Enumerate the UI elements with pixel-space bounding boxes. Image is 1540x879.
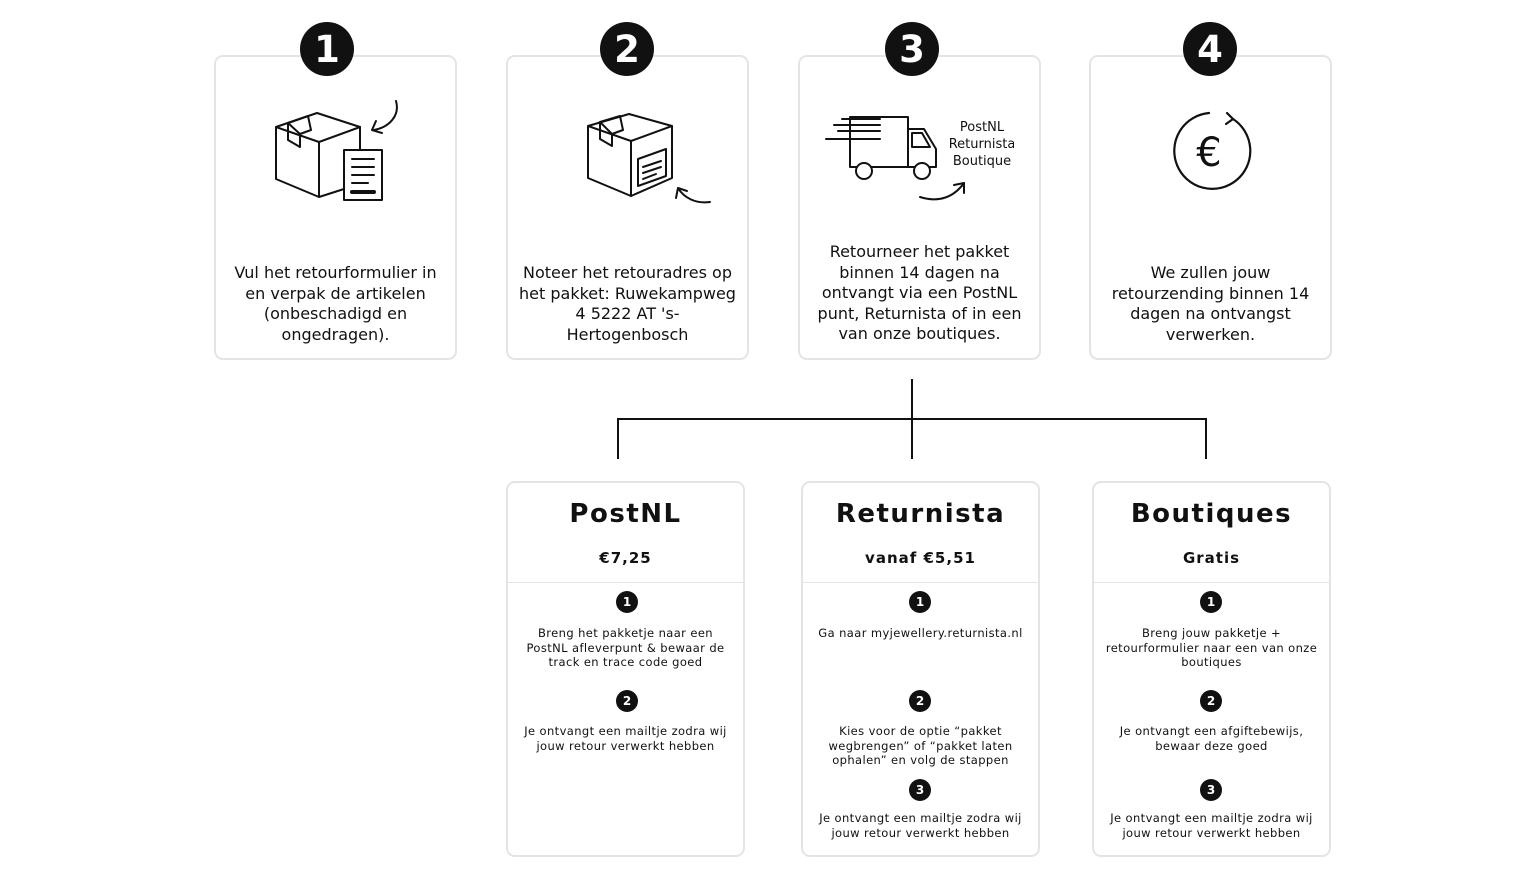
option-price: €7,25 [599,549,652,567]
option-step-text-1: Breng het pakketje naar een PostNL aflev… [526,626,725,669]
option-title: PostNL [569,499,682,529]
step-text-3: Retourneer het pakket binnen 14 dagen na… [817,242,1022,343]
step-badge-4: 4 [1183,22,1237,76]
option-step-text-3: Je ontvangt een mailtje zodra wij jouw r… [1110,811,1313,840]
connector-right [1205,418,1207,459]
option-card-boutiques: Boutiques Gratis 1 Breng jouw pakketje +… [1092,481,1331,857]
option-card-returnista: Returnista vanaf €5,51 1 Ga naar myjewel… [801,481,1040,857]
option-step-badge-1: 1 [1200,591,1222,613]
connector-horizontal [617,418,1207,420]
option-step-badge-1: 1 [909,591,931,613]
option-price: Gratis [1182,549,1241,567]
option-divider [803,582,1038,583]
option-divider [508,582,743,583]
option-price: vanaf €5,51 [865,549,976,567]
step-text-1: Vul het retourformulier in en verpak de … [234,263,437,344]
option-step-text-2: Kies voor de optie “pakket wegbrengen” o… [828,724,1013,767]
option-title: Returnista [835,499,1006,529]
delivery-truck-icon: PostNL Returnista Boutique [825,116,1014,201]
truck-label-returnista: Returnista [949,137,1014,152]
step-badge-1: 1 [300,22,354,76]
svg-text:€: € [1196,130,1221,176]
option-step-badge-2: 2 [1200,690,1222,712]
box-with-form-icon [275,100,398,201]
option-step-badge-1: 1 [616,591,638,613]
euro-refund-icon: € [1173,111,1252,190]
truck-label-boutique: Boutique [953,154,1011,169]
labeled-box-icon [587,113,711,204]
option-step-badge-3: 3 [909,779,931,801]
option-step-text-3: Je ontvangt een mailtje zodra wij jouw r… [819,811,1022,840]
truck-label-postnl: PostNL [960,120,1005,135]
step-text-4: We zullen jouw retourzending binnen 14 d… [1111,263,1310,344]
option-title: Boutiques [1130,499,1293,529]
option-step-badge-3: 3 [1200,779,1222,801]
step-card-1: Vul het retourformulier in en verpak de … [214,55,457,360]
option-step-link-text: Ga naar myjewellery.returnista.nl [818,626,1023,640]
step-card-2: Noteer het retouradres op het pakket: Ru… [506,55,749,360]
option-step-text-2: Je ontvangt een mailtje zodra wij jouw r… [524,724,727,753]
step-badge-3: 3 [885,22,939,76]
step-text-2: Noteer het retouradres op het pakket: Ru… [519,263,736,344]
option-step-badge-2: 2 [616,690,638,712]
option-divider [1094,582,1329,583]
step-card-3: PostNL Returnista Boutique Retourneer he… [798,55,1041,360]
option-card-postnl: PostNL €7,25 1 Breng het pakketje naar e… [506,481,745,857]
connector-left [617,418,619,459]
option-step-text-1: Breng jouw pakketje + retourformulier na… [1105,626,1318,669]
option-step-text-2: Je ontvangt een afgiftebewijs, bewaar de… [1119,724,1304,753]
step-card-4: € We zullen jouw retourzending binnen 14… [1089,55,1332,360]
option-step-badge-2: 2 [909,690,931,712]
step-badge-2: 2 [600,22,654,76]
